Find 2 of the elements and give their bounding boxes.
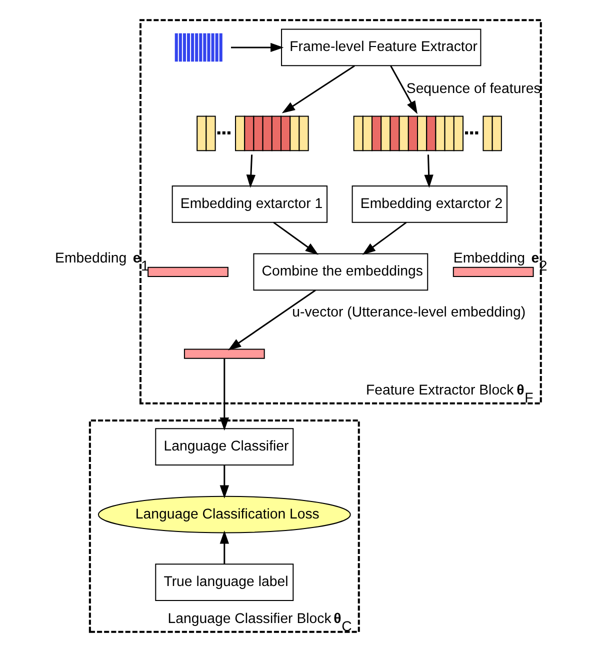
edge-label: u-vector (Utterance-level embedding) [292,304,526,320]
edge-label: Sequence of features [406,80,541,96]
